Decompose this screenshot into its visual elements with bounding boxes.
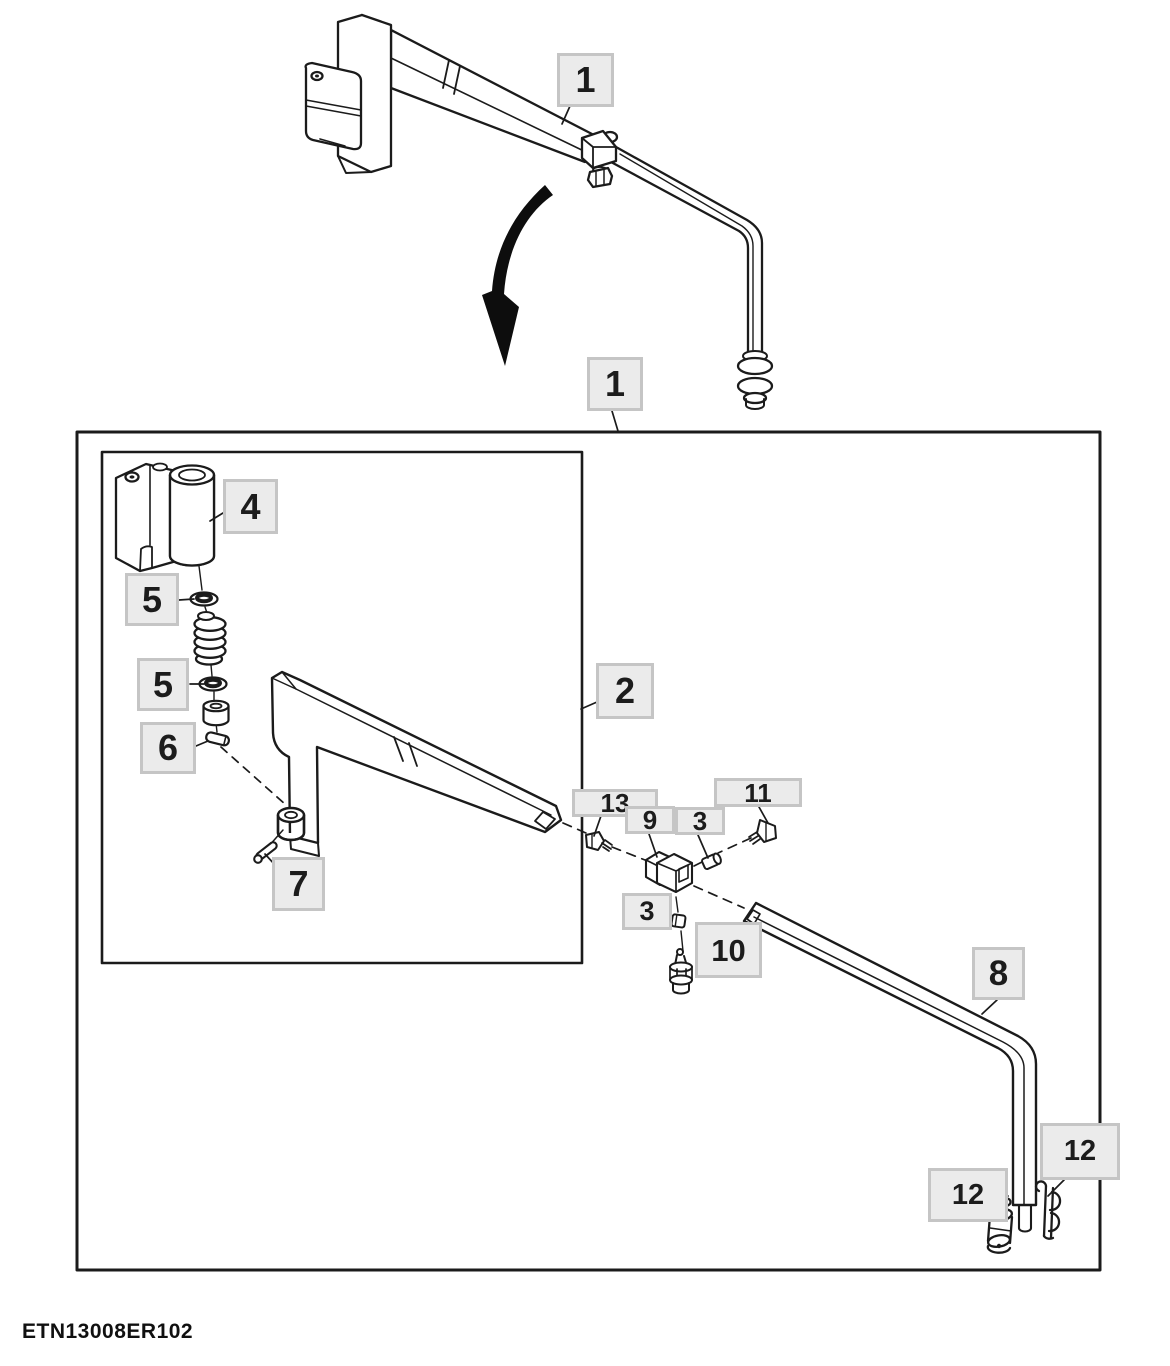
part-2-arm (270, 670, 563, 857)
callout-8: 8 (972, 947, 1025, 1000)
callout-1-top: 1 (557, 53, 614, 107)
figure-code: ETN13008ER102 (22, 1320, 194, 1343)
callout-5-lower: 5 (137, 658, 189, 711)
callout-6: 6 (140, 722, 196, 774)
middle-axis-lines (562, 822, 752, 909)
part-6-pin (205, 731, 230, 747)
part-10-fitting (669, 948, 693, 995)
part-9-coupler (644, 850, 694, 894)
assembled-arm-part-1 (304, 13, 774, 410)
part-3-nut-lower (670, 913, 687, 929)
bushing (202, 699, 230, 727)
callout-5-upper: 5 (125, 573, 179, 626)
part-4-bracket (114, 462, 216, 573)
callout-7: 7 (272, 857, 325, 911)
callout-3-upper: 3 (675, 807, 725, 835)
callout-leader-lines (178, 105, 1065, 1204)
detail-box (100, 450, 584, 965)
fitting-axis-line (675, 896, 684, 952)
part-8-tube (742, 901, 1038, 1233)
callout-12-right: 12 (1040, 1123, 1120, 1180)
callout-3-lower: 3 (622, 893, 672, 930)
callout-4: 4 (223, 479, 278, 534)
assembly-axis-lines (198, 565, 287, 806)
callout-9: 9 (625, 806, 675, 834)
overview-box (75, 430, 1102, 1272)
callout-11: 11 (714, 778, 802, 807)
callout-10: 10 (695, 922, 762, 978)
part-13-bolt (585, 831, 613, 852)
part-12-clip-right (1034, 1180, 1062, 1240)
spring (193, 611, 227, 666)
part-11-bolt (748, 819, 777, 845)
callout-1-overview: 1 (587, 357, 643, 411)
part-3-nut-upper (701, 852, 722, 871)
part-7-cotter-pin (253, 829, 284, 864)
callout-2: 2 (596, 663, 654, 719)
callout-12-left: 12 (928, 1168, 1008, 1222)
rotate-arrow-icon (482, 185, 553, 366)
